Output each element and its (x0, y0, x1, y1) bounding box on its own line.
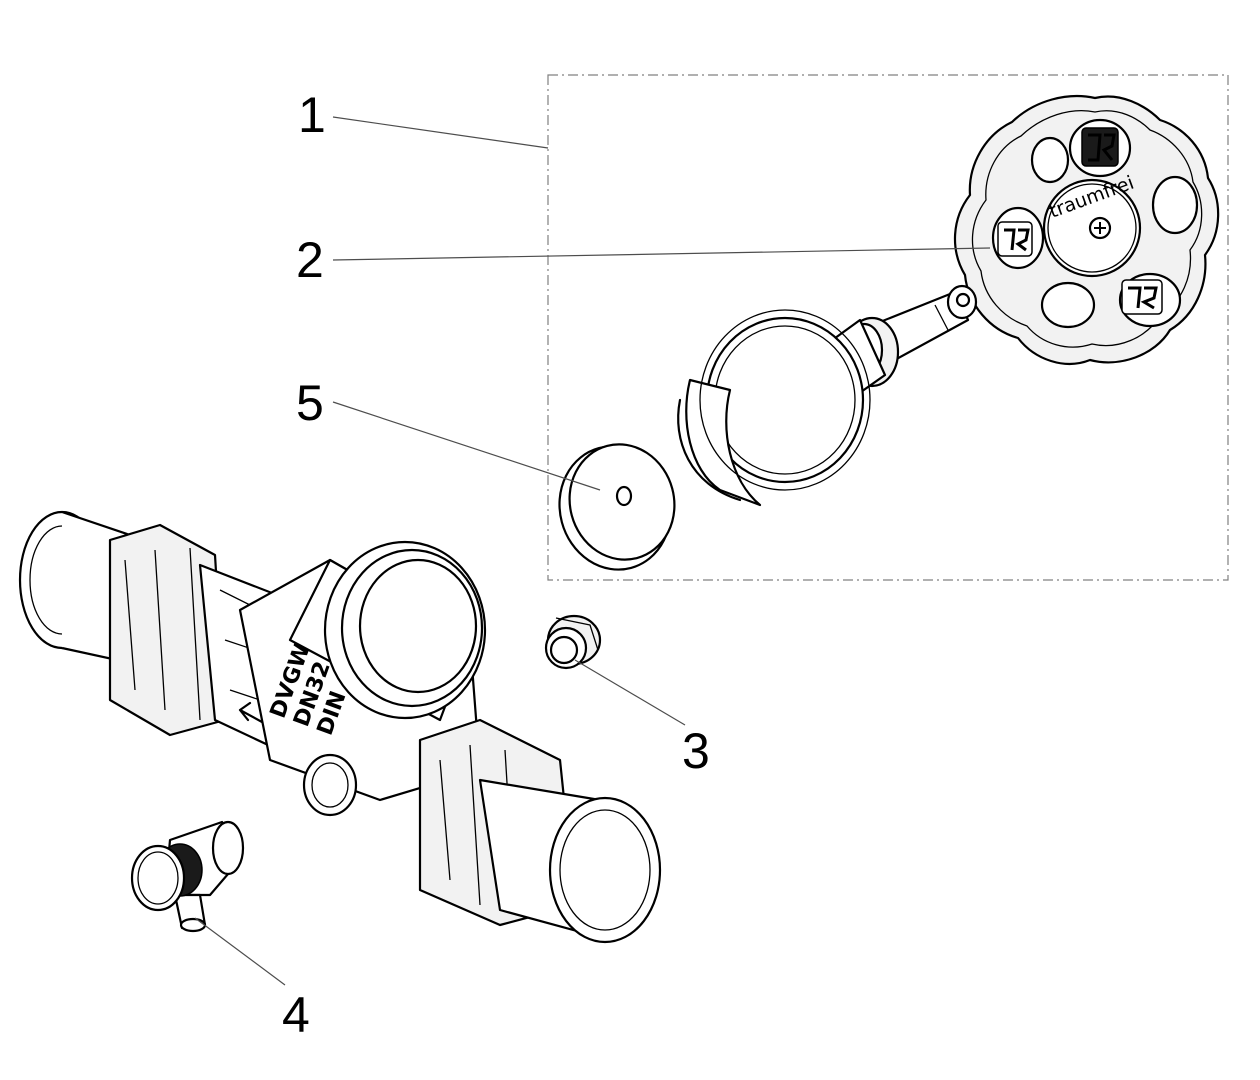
callout-3: 3 (682, 723, 710, 779)
leader-line-4 (194, 917, 286, 986)
leader-line-2 (332, 247, 991, 261)
kit-frame (547, 74, 1229, 581)
handwheel: traumfrei (953, 94, 1220, 365)
callout-2: 2 (296, 232, 324, 288)
plug-fitting (544, 614, 602, 670)
callout-1: 1 (298, 87, 326, 143)
washer-disc (558, 443, 676, 571)
leader-line-3 (574, 659, 686, 726)
valve-bonnet (677, 284, 978, 507)
callout-5: 5 (296, 375, 324, 431)
js-logo-icon (1081, 127, 1119, 167)
js-logo-icon (1121, 279, 1163, 315)
leader-line-5 (332, 401, 601, 491)
js-logo-icon (997, 221, 1033, 257)
drain-valve (130, 820, 245, 933)
leader-line-1 (332, 116, 549, 149)
valve-body: DVGW DN32 DIN (18, 510, 662, 944)
callout-4: 4 (282, 987, 310, 1043)
flow-arrow-icon (238, 701, 264, 724)
